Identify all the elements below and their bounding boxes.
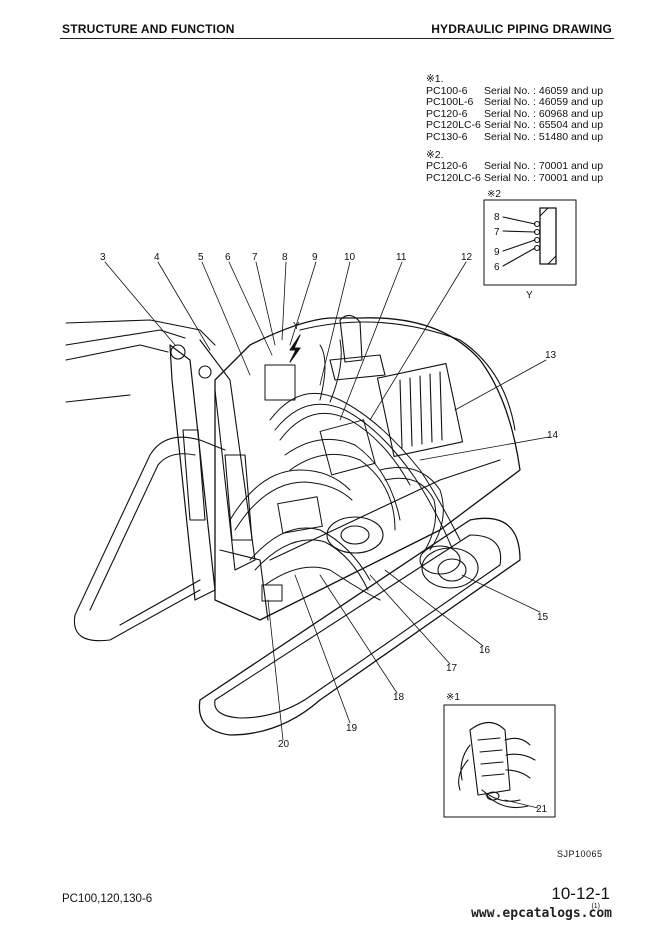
serial-range: Serial No. : 70001 and up bbox=[484, 171, 604, 184]
callout-12: 12 bbox=[461, 252, 473, 263]
serial-row: PC100-6 Serial No. : 46059 and up bbox=[426, 84, 604, 98]
serial-range: Serial No. : 46059 and up bbox=[484, 96, 604, 109]
callout-20: 20 bbox=[278, 739, 290, 750]
page-number: 10-12-1 bbox=[551, 884, 610, 903]
detail-y-box: ※2 8 7 9 6 Y bbox=[483, 189, 577, 301]
callout-7: 7 bbox=[252, 252, 258, 263]
callout-14: 14 bbox=[547, 430, 559, 441]
callout-17: 17 bbox=[446, 663, 458, 674]
note2-mark: ※2. bbox=[426, 148, 444, 161]
model-name: PC120-6 bbox=[426, 107, 468, 120]
serial-row: PC130-6 Serial No. : 51480 and up bbox=[426, 130, 604, 144]
operator-seat bbox=[329, 314, 386, 381]
section-title: STRUCTURE AND FUNCTION bbox=[62, 22, 235, 36]
boom bbox=[65, 319, 256, 601]
callout-6: 6 bbox=[225, 252, 231, 263]
callout-16: 16 bbox=[479, 645, 491, 656]
hose-bundle bbox=[229, 339, 461, 602]
arrow-y-label: Y bbox=[293, 321, 300, 332]
view-y-label: Y bbox=[526, 290, 533, 301]
port-label: 6 bbox=[494, 262, 500, 273]
serial-range: Serial No. : 70001 and up bbox=[484, 160, 604, 173]
model-name: PC100-6 bbox=[426, 84, 468, 97]
model-name: PC120LC-6 bbox=[426, 119, 481, 132]
page-sub-number: (1) bbox=[591, 903, 600, 910]
leader-lines bbox=[104, 261, 550, 741]
view-y-arrow: Y bbox=[289, 321, 301, 363]
callout-10: 10 bbox=[344, 252, 356, 263]
callout-8: 8 bbox=[282, 252, 288, 263]
model-name: PC130-6 bbox=[426, 130, 468, 143]
callout-9: 9 bbox=[312, 252, 318, 263]
port-label: 8 bbox=[494, 212, 500, 223]
callout-11: 11 bbox=[396, 252, 407, 263]
port-label: 7 bbox=[494, 227, 500, 238]
callout-15: 15 bbox=[537, 612, 549, 623]
callout-13: 13 bbox=[545, 350, 557, 361]
model-name: PC100L-6 bbox=[426, 96, 474, 109]
callout-numbers: 3 4 5 6 7 8 9 10 11 12 13 14 15 16 17 18… bbox=[100, 252, 559, 750]
footer-models: PC100,120,130-6 bbox=[62, 893, 153, 905]
callout-19: 19 bbox=[346, 723, 358, 734]
serial-range: Serial No. : 60968 and up bbox=[484, 107, 604, 120]
detail-y-mark: ※2 bbox=[487, 189, 501, 200]
serial-range: Serial No. : 46059 and up bbox=[484, 84, 604, 97]
crawler-track bbox=[73, 436, 521, 736]
watermark: www.epcatalogs.com bbox=[471, 906, 612, 921]
figure-code: SJP10065 bbox=[557, 849, 603, 859]
swing-circle bbox=[326, 516, 479, 589]
header-rule bbox=[60, 38, 614, 39]
callout-3: 3 bbox=[100, 252, 106, 263]
serial-row: PC100L-6 Serial No. : 46059 and up bbox=[426, 97, 603, 109]
port-label: 9 bbox=[494, 247, 500, 258]
detail-1-box: ※1 21 bbox=[443, 692, 556, 818]
serial-range: Serial No. : 51480 and up bbox=[484, 130, 604, 143]
detail-1-mark: ※1 bbox=[446, 692, 460, 703]
serial-row: PC120-6 Serial No. : 70001 and up bbox=[426, 161, 603, 173]
note1-mark: ※1. bbox=[426, 73, 444, 85]
callout-5: 5 bbox=[198, 252, 204, 263]
serial-range: Serial No. : 65504 and up bbox=[484, 119, 604, 132]
callout-21: 21 bbox=[536, 804, 548, 815]
serial-row: PC120-6 Serial No. : 60968 and up bbox=[426, 107, 604, 121]
callout-4: 4 bbox=[154, 252, 160, 263]
model-name: PC120LC-6 bbox=[426, 171, 481, 184]
callout-18: 18 bbox=[393, 692, 405, 703]
upper-structure bbox=[214, 317, 521, 621]
page-title: HYDRAULIC PIPING DRAWING bbox=[431, 22, 612, 36]
model-name: PC120-6 bbox=[426, 160, 468, 173]
